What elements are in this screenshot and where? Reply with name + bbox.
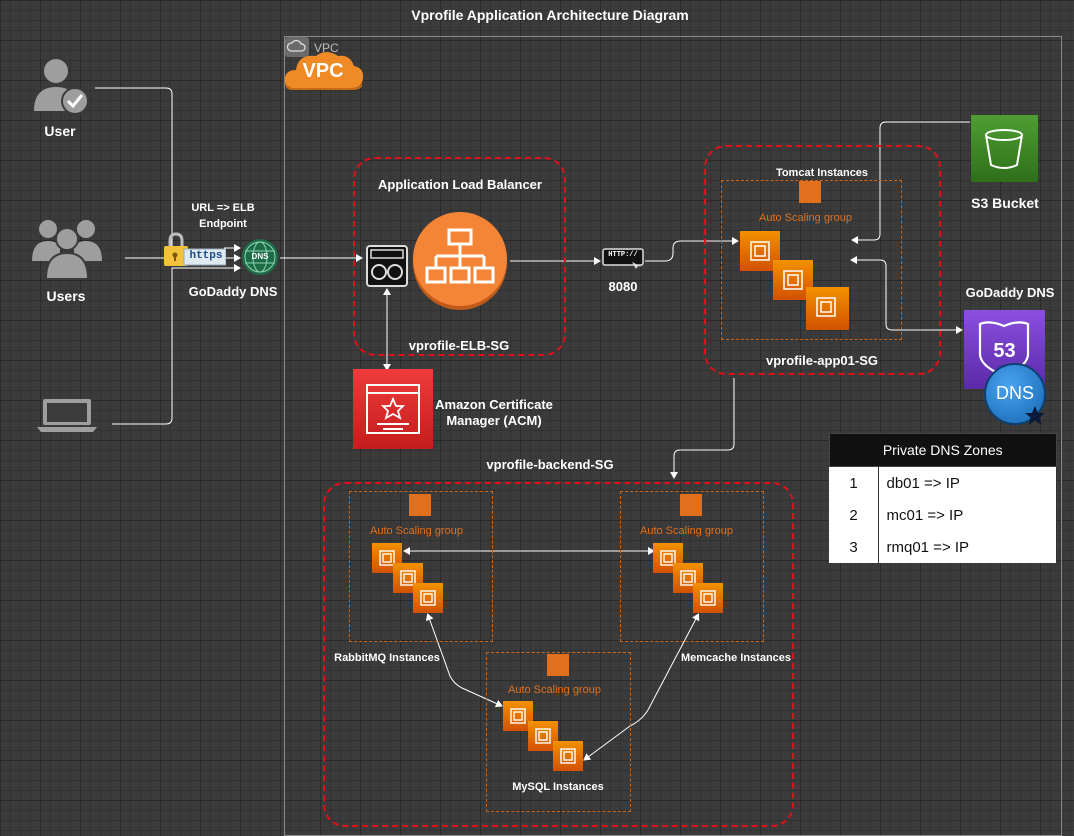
ec2-instance-icon [553,741,583,771]
app-asg-label: Auto Scaling group [759,212,852,224]
port-8080-label: 8080 [608,279,638,294]
dns-globe-text: DNS [251,252,269,261]
vpc-cloud-icon [285,37,309,57]
rabbitmq-asg-label: Auto Scaling group [370,525,463,537]
ec2-instance-icon [528,721,558,751]
memcache-label: Memcache Instances [680,652,792,664]
tomcat-title: Tomcat Instances [775,167,869,179]
alb-title: Application Load Balancer [378,177,542,192]
http-port-badge: HTTP:// [608,251,638,259]
https-text: https [189,250,223,262]
rabbitmq-label: RabbitMQ Instances [334,652,440,664]
acm-label-line1: Amazon Certificate [435,397,553,412]
mysql-asg-label: Auto Scaling group [508,684,601,696]
ec2-instance-icon [806,287,849,330]
godaddy-dns-left-label: GoDaddy DNS [188,284,278,299]
waf-icon [365,244,409,288]
s3-bucket-icon [971,115,1038,182]
dns-row-value: db01 => IP [878,466,1057,499]
endpoint-label-line2: Endpoint [199,218,247,230]
dns-bubble-icon: DNS [984,363,1046,425]
app-sg-label: vprofile-app01-SG [766,353,878,368]
elb-sg-label: vprofile-ELB-SG [408,338,510,353]
ec2-instance-icon [673,563,703,593]
app-asg-icon [799,181,821,203]
acm-icon [353,369,433,449]
route53-text: 53 [993,340,1016,362]
s3-label: S3 Bucket [971,195,1039,211]
godaddy-dns-right-label: GoDaddy DNS [965,285,1055,300]
memcache-asg-label: Auto Scaling group [640,525,733,537]
laptop-icon [37,397,97,438]
dns-row-value: mc01 => IP [878,499,1057,531]
mysql-label: MySQL Instances [512,781,604,793]
dns-row-number: 1 [829,466,879,499]
users-icon [32,217,102,286]
diagram-title: Vprofile Application Architecture Diagra… [411,7,689,23]
private-dns-header: Private DNS Zones [829,433,1057,467]
mysql-autoscaling-group [486,652,631,812]
elb-security-group [353,157,566,356]
user-label: User [44,123,76,139]
user-icon [32,57,92,122]
vpc-badge-text: VPC [302,60,344,82]
backend-sg-label: vprofile-backend-SG [486,457,614,472]
mysql-asg-icon [547,654,569,676]
rabbitmq-autoscaling-group [349,491,493,642]
vpc-label: VPC [314,41,339,55]
ec2-instance-icon [413,583,443,613]
vpc-badge-icon: VPC [284,50,364,90]
memcache-autoscaling-group [620,491,764,642]
acm-label-line2: Manager (ACM) [446,413,542,428]
dns-globe-icon: DNS [242,239,278,275]
ec2-instance-icon [693,583,723,613]
dns-row-number: 3 [829,531,879,563]
app-autoscaling-group [721,180,902,340]
users-label: Users [46,288,86,304]
endpoint-label-line1: URL => ELB [191,202,255,214]
backend-security-group [323,482,794,827]
dns-row-value: rmq01 => IP [878,531,1057,563]
rabbitmq-asg-icon [409,494,431,516]
dns-row-number: 2 [829,499,879,531]
alb-icon [411,212,509,310]
memcache-asg-icon [680,494,702,516]
dns-bubble-text: DNS [995,383,1034,403]
http-port-icon: HTTP:// [602,248,644,270]
app-security-group [704,145,941,375]
https-lock-icon: https [164,232,227,268]
